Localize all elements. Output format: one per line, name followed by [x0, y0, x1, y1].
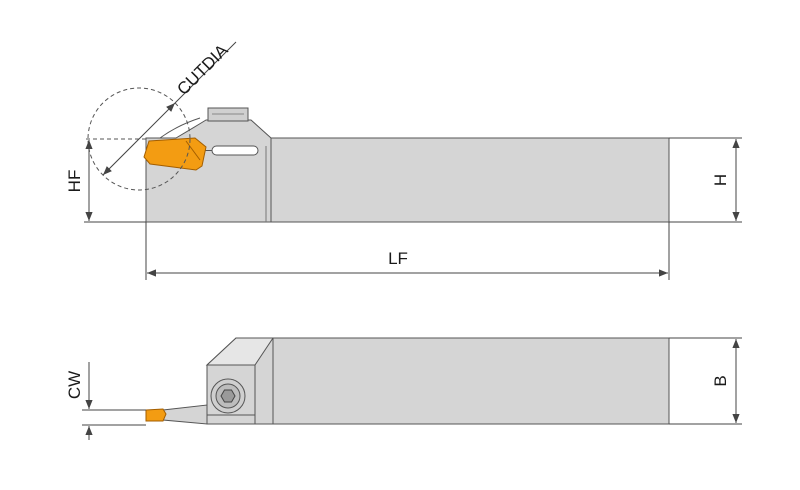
hex-socket-icon: [220, 389, 236, 403]
side-shank: [270, 137, 670, 223]
top-shank: [272, 337, 670, 425]
top-blade: [162, 404, 208, 425]
b-label: B: [711, 375, 730, 386]
top-head-bevel: [205, 337, 274, 366]
h-label: H: [711, 174, 730, 186]
cw-label: CW: [65, 371, 84, 399]
lf-label: LF: [388, 249, 408, 268]
cutdia-label: CUTDIA: [173, 40, 232, 99]
top-insert: [145, 408, 167, 422]
cutdia-circle: [87, 87, 191, 191]
top-view: CW B: [65, 337, 742, 440]
clamp-slot: [211, 145, 259, 156]
cutdia-dimension-line: [102, 102, 176, 176]
hf-label: HF: [65, 170, 84, 193]
insert-edge: [185, 140, 201, 161]
side-view: CUTDIA HF H LF: [65, 40, 742, 280]
cutdia-leader: [174, 41, 237, 104]
